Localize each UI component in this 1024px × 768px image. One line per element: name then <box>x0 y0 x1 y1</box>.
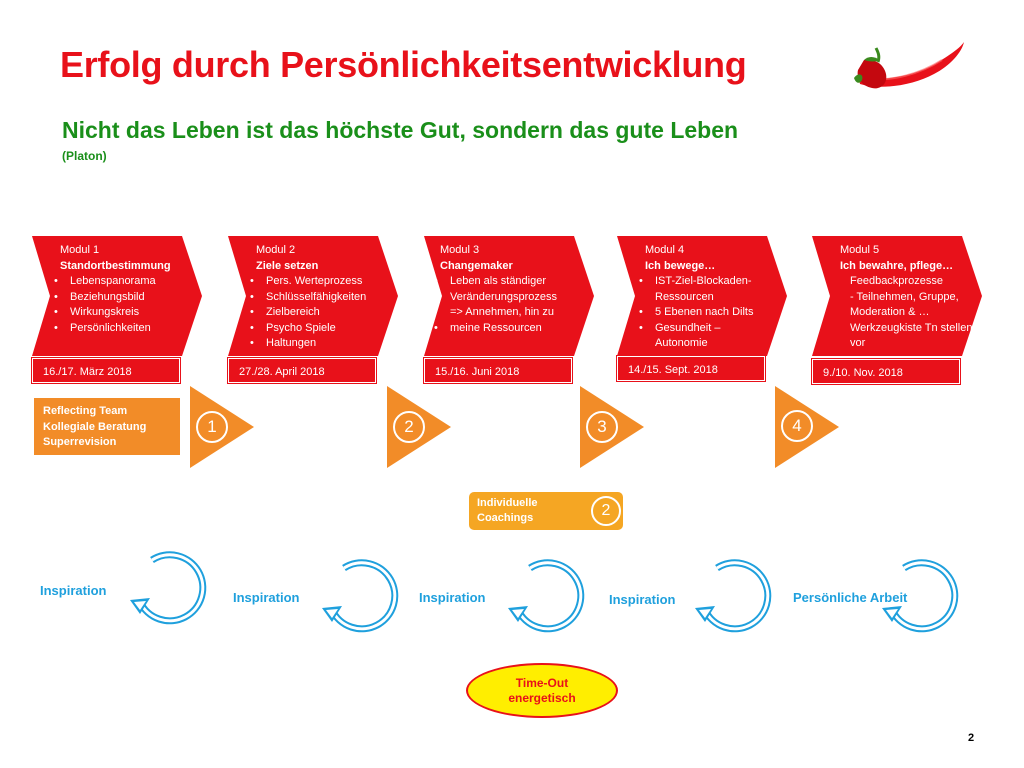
module-name: Changemaker <box>440 259 513 272</box>
quote-attribution: (Platon) <box>62 149 107 163</box>
page-title: Erfolg durch Persönlichkeitsentwicklung <box>60 44 747 85</box>
chili-pepper-image <box>854 42 964 89</box>
reflecting-team-box: Reflecting Team Kollegiale Beratung Supe… <box>34 398 180 455</box>
module-item: Beziehungsbild <box>60 290 210 306</box>
module-name: Standortbestimmung <box>60 259 171 272</box>
triangle-1: 1 <box>190 386 254 468</box>
module-number: Modul 5 <box>840 244 880 256</box>
cycle-label: Inspiration <box>609 592 676 607</box>
coaching-line: Coachings <box>477 512 534 524</box>
module-item: Feedbackprozesse - Teilnehmen, Gruppe, M… <box>840 274 982 321</box>
module-3-date: 15./16. Juni 2018 <box>424 358 572 383</box>
module-5-chevron: Modul 5 Ich bewahre, pflege… Feedbackpro… <box>812 236 982 356</box>
triangle-3: 3 <box>580 386 644 468</box>
module-item: Werkzeugkiste Tn stellen vor <box>840 321 982 352</box>
triangle-2: 2 <box>387 386 451 468</box>
module-item: Psycho Spiele <box>256 321 406 337</box>
coaching-number: 2 <box>591 496 621 526</box>
module-item: IST-Ziel-Blockaden- Ressourcen <box>645 274 795 305</box>
triangle-number: 3 <box>586 411 618 443</box>
module-item: 5 Ebenen nach Dilts <box>645 305 795 321</box>
cycle-arrow-icon <box>693 556 773 640</box>
module-name: Ich bewahre, pflege… <box>840 259 954 272</box>
module-name: Ziele setzen <box>256 259 319 272</box>
module-number: Modul 1 <box>60 244 100 256</box>
triangle-number: 1 <box>196 411 228 443</box>
reflecting-line: Superrevision <box>43 436 117 448</box>
triangle-number: 2 <box>393 411 425 443</box>
module-1-date: 16./17. März 2018 <box>32 358 180 383</box>
triangle-4: 4 <box>775 386 839 468</box>
module-name: Ich bewege… <box>645 259 716 272</box>
module-item: Leben als ständiger Veränderungsprozess … <box>440 274 590 321</box>
cycle-label: Inspiration <box>419 590 486 605</box>
module-item: meine Ressourcen <box>440 321 590 337</box>
timeout-line: energetisch <box>508 691 576 705</box>
page-number: 2 <box>968 732 975 744</box>
module-4-chevron: Modul 4 Ich bewege… IST-Ziel-Blockaden- … <box>617 236 787 356</box>
module-3-chevron: Modul 3 Changemaker Leben als ständiger … <box>424 236 594 356</box>
page-subtitle: Nicht das Leben ist das höchste Gut, son… <box>62 117 739 143</box>
module-item: Wirkungskreis <box>60 305 210 321</box>
module-number: Modul 3 <box>440 244 480 256</box>
cycle-label: Inspiration <box>40 583 107 598</box>
cycle-arrow-icon <box>506 556 586 640</box>
module-number: Modul 2 <box>256 244 296 256</box>
module-2-chevron: Modul 2 Ziele setzen Pers. Werteprozess … <box>228 236 398 356</box>
cycle-arrow-icon <box>128 548 208 632</box>
cycle-arrow-icon <box>320 556 400 640</box>
module-4-date: 14./15. Sept. 2018 <box>617 356 765 381</box>
cycle-label: Inspiration <box>233 590 300 605</box>
module-item: Zielbereich <box>256 305 406 321</box>
module-item: Lebenspanorama <box>60 274 210 290</box>
reflecting-line: Kollegiale Beratung <box>43 420 147 433</box>
module-2-date: 27./28. April 2018 <box>228 358 376 383</box>
triangle-number: 4 <box>781 410 813 442</box>
module-item: Schlüsselfähigkeiten <box>256 290 406 306</box>
module-item: Pers. Werteprozess <box>256 274 406 290</box>
module-item: Persönlichkeiten <box>60 321 210 337</box>
module-item: Haltungen <box>256 336 406 352</box>
module-item: Gesundheit – Autonomie <box>645 321 795 352</box>
module-number: Modul 4 <box>645 244 685 256</box>
timeout-line: Time-Out <box>515 676 569 690</box>
cycle-label: Persönliche Arbeit <box>793 590 908 605</box>
cycle-arrow-icon <box>880 556 960 640</box>
module-5-date: 9./10. Nov. 2018 <box>812 359 960 384</box>
module-1-chevron: Modul 1 Standortbestimmung Lebenspanoram… <box>32 236 202 356</box>
timeout-ellipse: Time-Out energetisch <box>466 663 618 718</box>
reflecting-line: Reflecting Team <box>43 405 128 417</box>
coaching-line: Individuelle <box>477 497 538 509</box>
